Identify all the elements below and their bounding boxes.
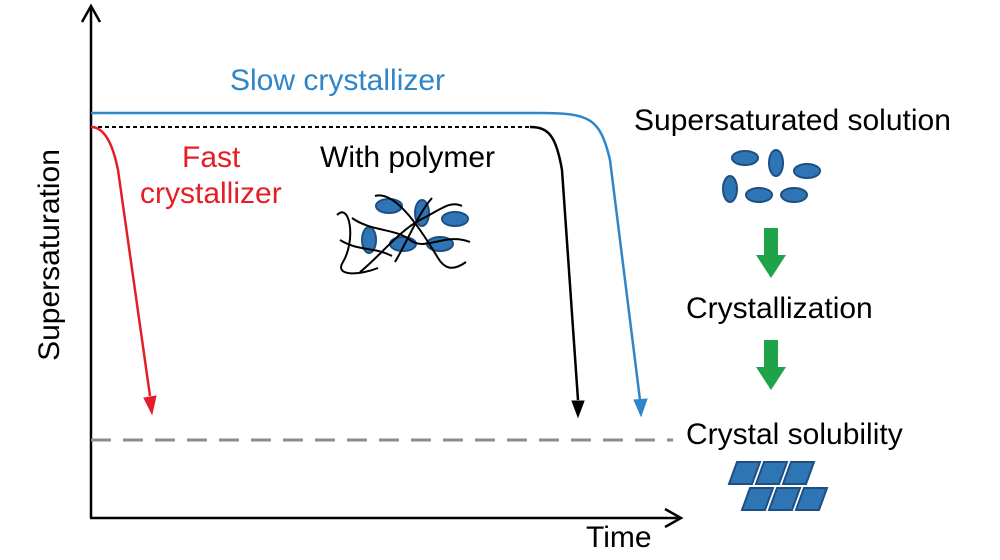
- x-axis-label: Time: [586, 521, 652, 554]
- polymer-chain: [339, 239, 393, 257]
- polymer-arrowhead: [571, 400, 585, 419]
- solution-molecule: [768, 149, 784, 177]
- polymer-molecule: [375, 198, 403, 214]
- solution-molecules-icon: [722, 149, 821, 203]
- slow-crystallizer-curve: [91, 111, 642, 401]
- solution-molecule: [780, 187, 808, 203]
- crystal-block: [794, 487, 829, 511]
- solution-molecule: [745, 187, 773, 203]
- crystal-lattice-icon: [727, 461, 829, 511]
- solution-molecule: [722, 175, 738, 203]
- polymer-curve-drop: [529, 125, 580, 401]
- step-crystal-solubility: Crystal solubility: [686, 418, 903, 451]
- fast-crystallizer-label-line1: Fast: [182, 141, 241, 174]
- y-axis-label: Supersaturation: [33, 149, 66, 361]
- step-supersaturated-solution: Supersaturated solution: [634, 104, 951, 137]
- step-crystallization: Crystallization: [686, 292, 873, 325]
- solution-molecule: [793, 163, 821, 179]
- process-arrow-icon: [756, 340, 786, 390]
- polymer-chain: [374, 194, 467, 269]
- process-arrow-icon: [756, 228, 786, 278]
- y-axis-arrowhead: [80, 3, 102, 23]
- polymer-chain: [336, 211, 379, 275]
- fast-crystallizer-label-line2: crystallizer: [140, 177, 282, 210]
- x-axis-arrowhead: [664, 507, 684, 529]
- polymer-molecule: [441, 211, 469, 227]
- slow-crystallizer-arrowhead: [633, 398, 648, 418]
- fast-crystallizer-curve: [90, 125, 152, 397]
- fast-crystallizer-arrowhead: [143, 395, 157, 416]
- with-polymer-label: With polymer: [320, 141, 496, 174]
- polymer-chain: [351, 217, 471, 245]
- polymer-chain: [359, 203, 463, 273]
- polymer-molecules-illustration: [336, 194, 471, 275]
- polymer-chain: [394, 197, 433, 263]
- crystal-block: [740, 487, 775, 511]
- crystal-block: [754, 461, 789, 485]
- solution-molecule: [731, 150, 759, 166]
- crystal-block: [727, 461, 762, 485]
- slow-crystallizer-label: Slow crystallizer: [230, 64, 446, 97]
- crystal-block: [767, 487, 802, 511]
- crystal-block: [781, 461, 816, 485]
